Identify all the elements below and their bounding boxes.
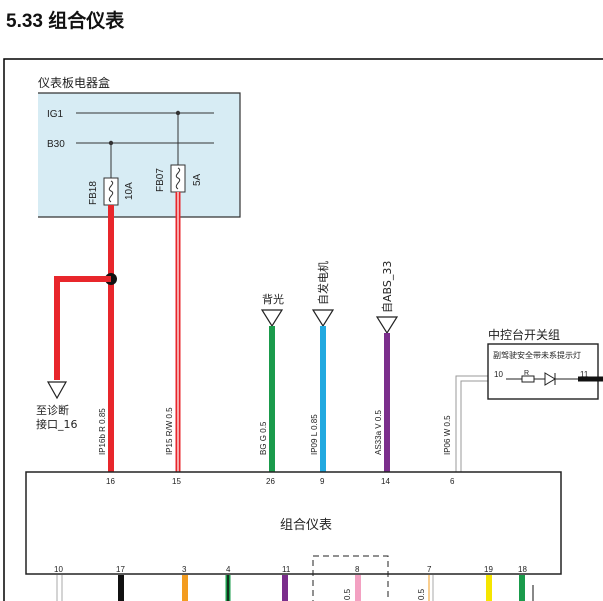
wire-diag-branch [54,276,111,380]
cluster-bottom-pin: 4 [226,565,231,574]
generator-label: 自发电机 [316,261,330,305]
wire-label-ip09: IP09 L 0.85 [310,414,319,455]
page-title: 5.33 组合仪表 [6,11,125,32]
cluster-bottom-pin: 10 [54,565,63,574]
wire-ip06-outline-a [455,375,488,472]
cluster-bottom-pin: 18 [518,565,527,574]
cluster-pin-15: 15 [172,477,181,486]
cluster-pin-16: 16 [106,477,115,486]
switch-group-box [487,343,599,400]
fuse-box-shape [38,92,241,218]
cluster-pin-26: 26 [266,477,275,486]
cluster-bottom-pin: 19 [484,565,493,574]
rail-ig1-label: IG1 [47,109,64,120]
fuse-fb07-rating: 5A [192,173,203,186]
cluster-label: 组合仪表 [280,518,332,533]
led-icon [544,372,556,386]
fuse-element-icon [108,180,114,203]
switch-pin-right: 11 [580,370,589,379]
fuse-fb18-id: FB18 [88,181,99,205]
diag-connector-label-1: 至诊断 [36,403,69,417]
diagram-frame [3,58,603,601]
abs-label: 自ABS_33 [381,261,394,313]
cluster-bottom-pin: 7 [427,565,432,574]
switch-pin-left: 10 [494,370,503,379]
cluster-bottom-pin: 8 [355,565,360,574]
wire-label-ip06: IP06 W 0.5 [443,415,452,455]
diag-connector-label-2: 接口_16 [36,418,78,431]
partial-wire-label: 0.5 [343,588,352,600]
cluster-pin-9: 9 [320,477,325,486]
cluster-pin-6: 6 [450,477,455,486]
switch-group-sublabel: 副驾驶安全带未系提示灯 [493,350,581,360]
wire-label-ip15: IP15 R/W 0.5 [165,407,174,455]
fuse-fb07-id: FB07 [155,168,166,192]
fuse-element-icon [175,167,181,190]
fuse-box: 仪表板电器盒 IG1 B30 FB18 10A FB07 5A [38,75,241,218]
wire-label-bg: BG G 0.5 [259,421,268,455]
partial-wire-label: 0.5 [417,588,426,600]
cluster-pin-14: 14 [381,477,390,486]
cluster-bottom-pin: 11 [282,565,291,574]
backlight-label: 背光 [262,292,284,306]
rail-b30-label: B30 [47,139,65,150]
wire-label-ip16b: IP16b R 0.85 [98,408,107,455]
cluster-bottom-pin: 17 [116,565,125,574]
dashed-connector-frame [312,555,389,601]
wire-label-as33a: AS33a V 0.5 [374,409,383,455]
fuse-box-label: 仪表板电器盒 [38,75,110,90]
cluster-box [25,471,562,575]
diag-connector-icon [46,381,68,400]
abs-connector-icon [375,316,399,335]
fuse-fb18-rating: 10A [124,182,135,200]
switch-group: 中控台开关组 副驾驶安全带未系提示灯 10 11 R [487,327,603,400]
backlight-connector-icon [260,309,284,328]
cluster-bottom-pin: 3 [182,565,187,574]
generator-connector-icon [311,309,335,328]
switch-group-label: 中控台开关组 [488,327,560,342]
wire-ip06-outline-b [460,380,488,472]
resistor-label: R [524,370,529,377]
